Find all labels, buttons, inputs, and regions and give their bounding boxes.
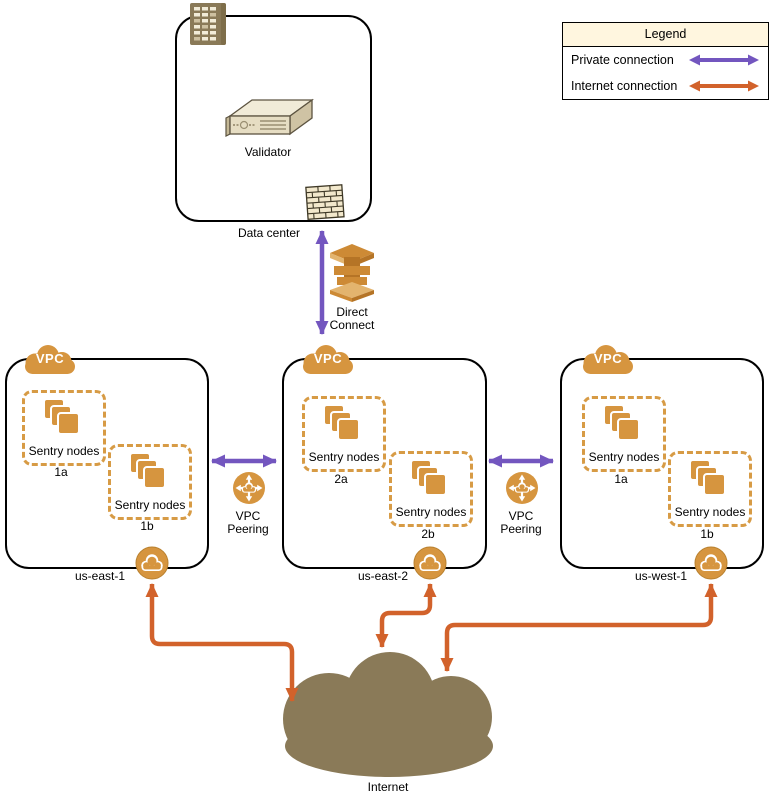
instance-stack-icon bbox=[323, 404, 360, 441]
subnet-label: Sentry nodes bbox=[114, 498, 186, 512]
vpc-badge: VPC bbox=[313, 351, 343, 366]
internet-link-us-east-1 bbox=[145, 583, 299, 702]
subnet-us-east-1-1b: Sentry nodes bbox=[108, 444, 192, 520]
vpc-peering-label: VPC Peering bbox=[227, 509, 269, 536]
direct-connect-label: Direct Connect bbox=[329, 305, 375, 332]
vpc-badge: VPC bbox=[35, 351, 65, 366]
legend-row-private: Private connection bbox=[563, 47, 768, 73]
az-label: 2b bbox=[421, 527, 435, 541]
vpc-badge: VPC bbox=[593, 351, 623, 366]
rack-server-icon bbox=[225, 98, 314, 137]
vpc-cloud-icon bbox=[25, 345, 75, 374]
internet-gateway-icon bbox=[135, 546, 169, 580]
direct-connect-icon bbox=[330, 244, 374, 302]
subnet-us-west-1-1b: Sentry nodes bbox=[668, 451, 752, 527]
legend-title: Legend bbox=[563, 23, 768, 47]
private-connection-arrow-icon bbox=[689, 54, 759, 66]
subnet-us-east-2-2a: Sentry nodes bbox=[302, 396, 386, 472]
subnet-label: Sentry nodes bbox=[588, 450, 660, 464]
internet-gateway-icon bbox=[694, 546, 728, 580]
office-building-icon bbox=[190, 3, 226, 45]
internet-label: Internet bbox=[367, 780, 409, 794]
vpc-cloud-icon bbox=[303, 345, 353, 374]
legend-private-label: Private connection bbox=[571, 53, 674, 67]
az-label: 2a bbox=[334, 472, 348, 486]
data-center-box bbox=[175, 15, 372, 222]
subnet-label: Sentry nodes bbox=[674, 505, 746, 519]
subnet-label: Sentry nodes bbox=[308, 450, 380, 464]
vpc-box-us-east-1 bbox=[5, 358, 209, 569]
az-label: 1a bbox=[54, 465, 68, 479]
instance-stack-icon bbox=[43, 398, 80, 435]
region-label-us-east-1: us-east-1 bbox=[74, 569, 126, 583]
internet-gateway-icon bbox=[413, 546, 447, 580]
subnet-us-west-1-1a: Sentry nodes bbox=[582, 396, 666, 472]
internet-cloud-icon bbox=[283, 652, 493, 777]
internet-connection-arrow-icon bbox=[689, 80, 759, 92]
instance-stack-icon bbox=[603, 404, 640, 441]
vpc-cloud-icon bbox=[583, 345, 633, 374]
vpc-box-us-west-1 bbox=[560, 358, 764, 569]
internet-link-us-east-2 bbox=[375, 583, 437, 648]
az-label: 1a bbox=[614, 472, 628, 486]
legend: Legend Private connection Internet conne… bbox=[562, 22, 769, 100]
internet-link-us-west-1 bbox=[440, 583, 718, 672]
subnet-label: Sentry nodes bbox=[28, 444, 100, 458]
firewall-icon bbox=[305, 184, 345, 220]
vpc-peering-label: VPC Peering bbox=[500, 509, 542, 536]
subnet-us-east-2-2b: Sentry nodes bbox=[389, 451, 473, 527]
vpc-peering-icon bbox=[506, 472, 538, 504]
instance-stack-icon bbox=[410, 459, 447, 496]
vpc-box-us-east-2 bbox=[282, 358, 487, 569]
region-label-us-east-2: us-east-2 bbox=[357, 569, 409, 583]
instance-stack-icon bbox=[129, 452, 166, 489]
region-label-us-west-1: us-west-1 bbox=[634, 569, 687, 583]
az-label: 1b bbox=[140, 519, 154, 533]
data-center-label: Data center bbox=[237, 226, 301, 240]
instance-stack-icon bbox=[689, 459, 726, 496]
subnet-label: Sentry nodes bbox=[395, 505, 467, 519]
validator-label: Validator bbox=[244, 145, 292, 159]
vpc-peering-icon bbox=[233, 472, 265, 504]
subnet-us-east-1-1a: Sentry nodes bbox=[22, 390, 106, 466]
az-label: 1b bbox=[700, 527, 714, 541]
legend-internet-label: Internet connection bbox=[571, 79, 678, 93]
legend-row-internet: Internet connection bbox=[563, 73, 768, 99]
